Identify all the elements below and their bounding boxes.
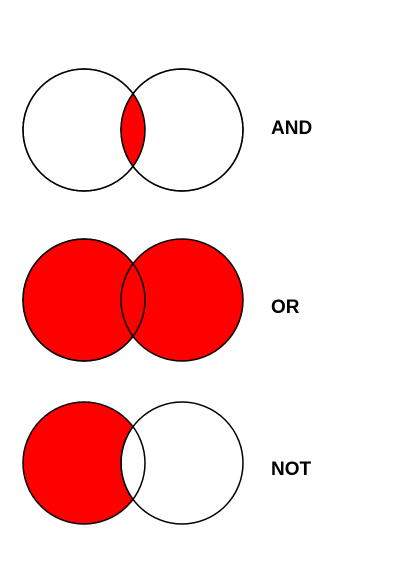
or-label: OR	[271, 297, 300, 318]
not-label: NOT	[271, 459, 312, 480]
venn-and-diagram: AND	[22, 68, 312, 192]
right-set-circle	[120, 238, 244, 362]
right-set-circle	[120, 401, 244, 525]
left-set-circle	[23, 402, 145, 524]
and-label: AND	[271, 118, 312, 139]
venn-not-diagram: NOT	[22, 401, 312, 525]
venn-or-diagram: OR	[22, 238, 300, 362]
